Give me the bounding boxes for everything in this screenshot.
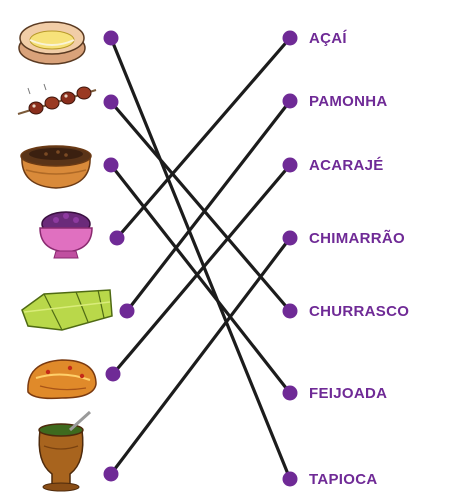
right-dot-1[interactable] <box>283 94 298 109</box>
left-dot-pamonha[interactable] <box>120 304 135 319</box>
right-dot-4[interactable] <box>283 304 298 319</box>
answer-label: ACARAJÉ <box>309 157 384 174</box>
answer-label: TAPIOCA <box>309 471 378 488</box>
connector-line-tapioca <box>111 38 290 479</box>
feijoada-pot-icon <box>21 146 91 188</box>
left-dot-acaraje[interactable] <box>106 367 121 382</box>
acai-bowl-icon <box>40 212 92 258</box>
food-icons <box>18 22 112 491</box>
connector-line-acaraje <box>113 165 290 374</box>
acaraje-icon <box>28 360 96 398</box>
left-dot-tapioca[interactable] <box>104 31 119 46</box>
answer-label: CHIMARRÃO <box>309 229 405 247</box>
churrasco-skewer-icon <box>18 84 96 114</box>
left-dot-chimarrao[interactable] <box>104 467 119 482</box>
connector-lines <box>111 38 290 479</box>
chimarrao-gourd-icon <box>39 412 90 491</box>
answer-label: PAMONHA <box>309 93 387 110</box>
right-dot-5[interactable] <box>283 386 298 401</box>
left-dot-churrasco[interactable] <box>104 95 119 110</box>
right-dot-2[interactable] <box>283 158 298 173</box>
left-dot-feijoada[interactable] <box>104 158 119 173</box>
answer-label: CHURRASCO <box>309 303 409 320</box>
right-dot-3[interactable] <box>283 231 298 246</box>
pamonha-icon <box>22 290 112 330</box>
answer-label: FEIJOADA <box>309 385 387 402</box>
answer-label: AÇAÍ <box>309 30 347 47</box>
left-dot-acai[interactable] <box>110 231 125 246</box>
tapioca-icon <box>19 22 85 64</box>
right-dot-0[interactable] <box>283 31 298 46</box>
right-dot-6[interactable] <box>283 472 298 487</box>
connector-line-chimarrao <box>111 238 290 474</box>
answer-labels: AÇAÍ PAMONHA ACARAJÉ CHIMARRÃO CHURRASCO FEIJ… <box>309 30 409 488</box>
